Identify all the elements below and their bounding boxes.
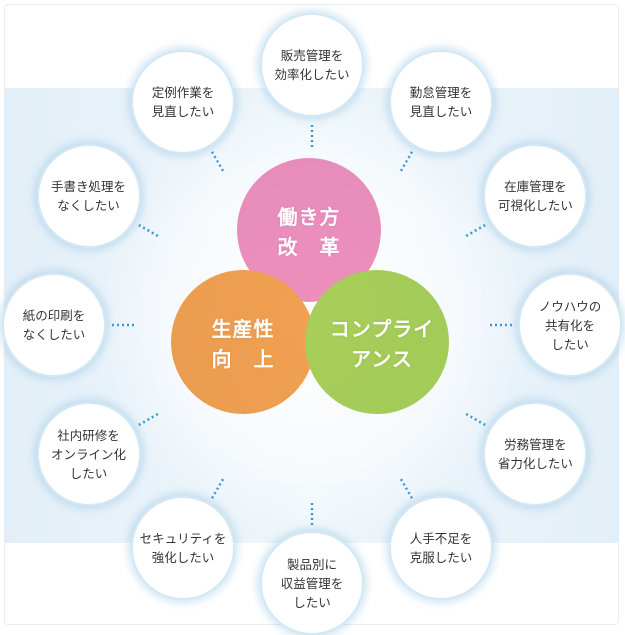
- bubble-labor-management: 労務管理を 省力化したい: [483, 402, 588, 506]
- core-circle-compliance: [305, 270, 449, 414]
- bubble-label: 紙の印刷を なくしたい: [22, 308, 86, 342]
- bubble-security: セキュリティを 強化したい: [131, 496, 235, 601]
- connector-line: [138, 223, 159, 238]
- bubble-label: セキュリティを 強化したい: [139, 531, 227, 566]
- bubble-inventory-management: 在庫管理を 可視化したい: [483, 144, 588, 248]
- bubble-online-training: 社内研修を オンライン化 したい: [36, 402, 141, 506]
- core-label-compliance: コンプライ アンス: [329, 317, 435, 371]
- connector-line: [399, 478, 414, 499]
- bubble-label: 人手不足を 克服したい: [409, 531, 473, 566]
- bubble-attendance-management: 勤怠管理を 見直したい: [389, 49, 493, 154]
- bubble-handwriting: 手書き処理を なくしたい: [36, 144, 141, 248]
- connector-line: [138, 412, 159, 427]
- connector-line: [210, 151, 225, 172]
- connector-line: [399, 151, 414, 172]
- bubble-sales-management: 販売管理を 効率化したい: [260, 13, 364, 117]
- core-circle-productivity: [171, 270, 315, 414]
- bubble-label: 手書き処理を なくしたい: [51, 179, 127, 213]
- bubble-label: 社内研修を オンライン化 したい: [51, 427, 127, 481]
- connector-lines: [112, 125, 512, 525]
- connector-line: [465, 412, 486, 427]
- bubble-label: 労務管理を 省力化したい: [497, 437, 573, 471]
- connector-line: [465, 223, 486, 238]
- bubble-labor-shortage: 人手不足を 克服したい: [389, 496, 493, 601]
- bubble-label: 製品別に 収益管理を したい: [280, 556, 344, 610]
- bubble-knowhow-sharing: ノウハウの 共有化を したい: [518, 273, 622, 377]
- bubble-product-profit: 製品別に 収益管理を したい: [260, 531, 364, 635]
- bubble-paper-printing: 紙の印刷を なくしたい: [2, 273, 106, 377]
- bubble-routine-work: 定例作業を 見直したい: [131, 49, 235, 154]
- core-label-productivity: 生産性 向 上: [211, 317, 275, 371]
- bubble-label: 販売管理を 効率化したい: [274, 48, 350, 82]
- connector-line: [210, 478, 225, 499]
- bubble-label: ノウハウの 共有化を したい: [538, 298, 602, 352]
- bubble-label: 在庫管理を 可視化したい: [497, 179, 573, 213]
- bubble-label: 勤怠管理を 見直したい: [409, 84, 473, 119]
- core-label-reform: 働き方 改 革: [277, 205, 341, 259]
- core-circle-reform: [237, 158, 381, 302]
- bubble-label: 定例作業を 見直したい: [151, 84, 215, 119]
